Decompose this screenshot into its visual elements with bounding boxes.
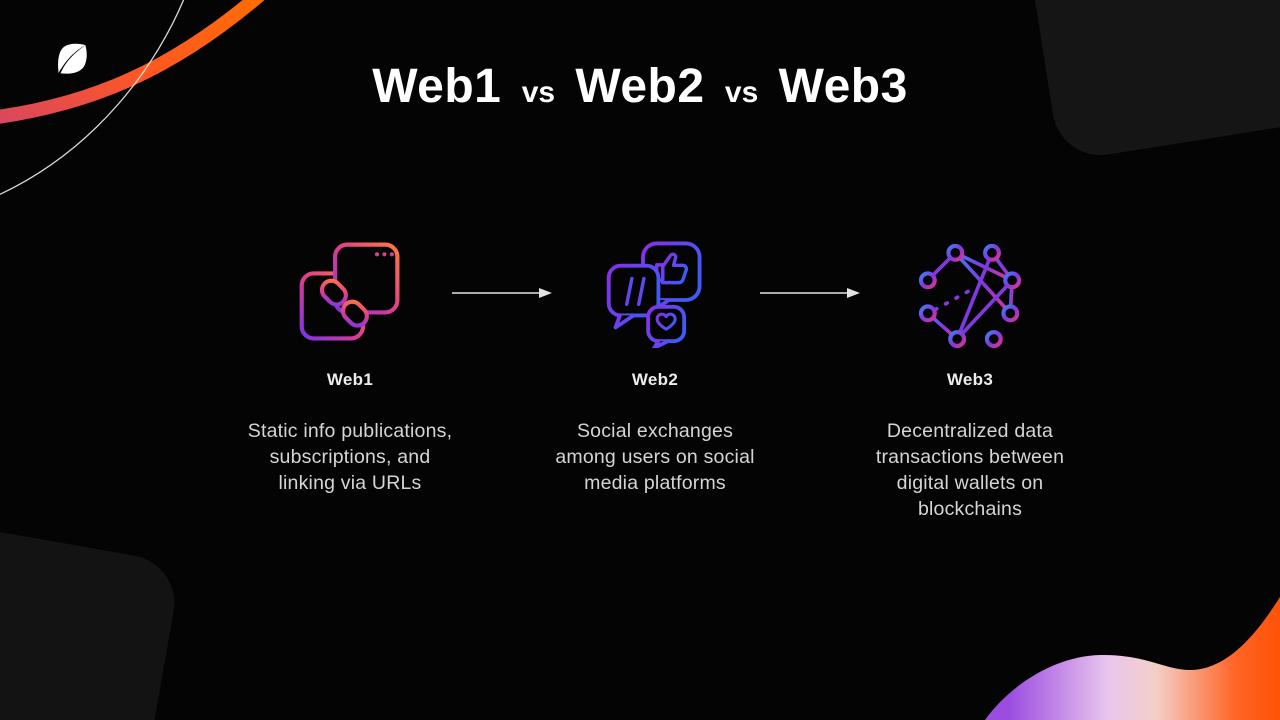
- leaf-icon: [58, 43, 87, 74]
- web2-description: Social exchanges among users on social m…: [555, 420, 755, 494]
- web1-column: Web1 Static info publications, subscript…: [200, 240, 500, 496]
- web2-column: Web2 Social exchanges among users on soc…: [505, 240, 805, 496]
- web2-label: Web2: [631, 370, 679, 389]
- brand-logo: [54, 40, 91, 78]
- arrow-web1-to-web2-icon: [452, 288, 552, 298]
- web2-icon-area: [605, 240, 705, 352]
- title-vs-1: vs: [513, 76, 564, 109]
- arrow-web2-to-web3-icon: [760, 288, 860, 298]
- decorative-rounded-square-bottom-left: [0, 510, 182, 720]
- title-web1: Web1: [372, 60, 502, 113]
- web3-description: Decentralized data transactions between …: [875, 420, 1065, 520]
- social-bubbles-icon: [606, 241, 702, 348]
- web1-icon-area: [298, 240, 402, 352]
- web3-column: Web3 Decentralized data transactions bet…: [820, 240, 1120, 522]
- title-web3: Web3: [778, 60, 908, 113]
- web3-label: Web3: [946, 370, 994, 389]
- web3-icon-area: [915, 240, 1025, 352]
- title-vs-2: vs: [716, 76, 767, 109]
- title-web2: Web2: [575, 60, 705, 113]
- browser-link-icon: [299, 242, 400, 341]
- web1-label: Web1: [326, 370, 374, 389]
- page-title: Web1 vs Web2 vs Web3: [0, 60, 1280, 113]
- network-graph-icon: [918, 243, 1022, 348]
- web1-description: Static info publications, subscriptions,…: [247, 420, 453, 494]
- decorative-gradient-wave: [985, 597, 1280, 720]
